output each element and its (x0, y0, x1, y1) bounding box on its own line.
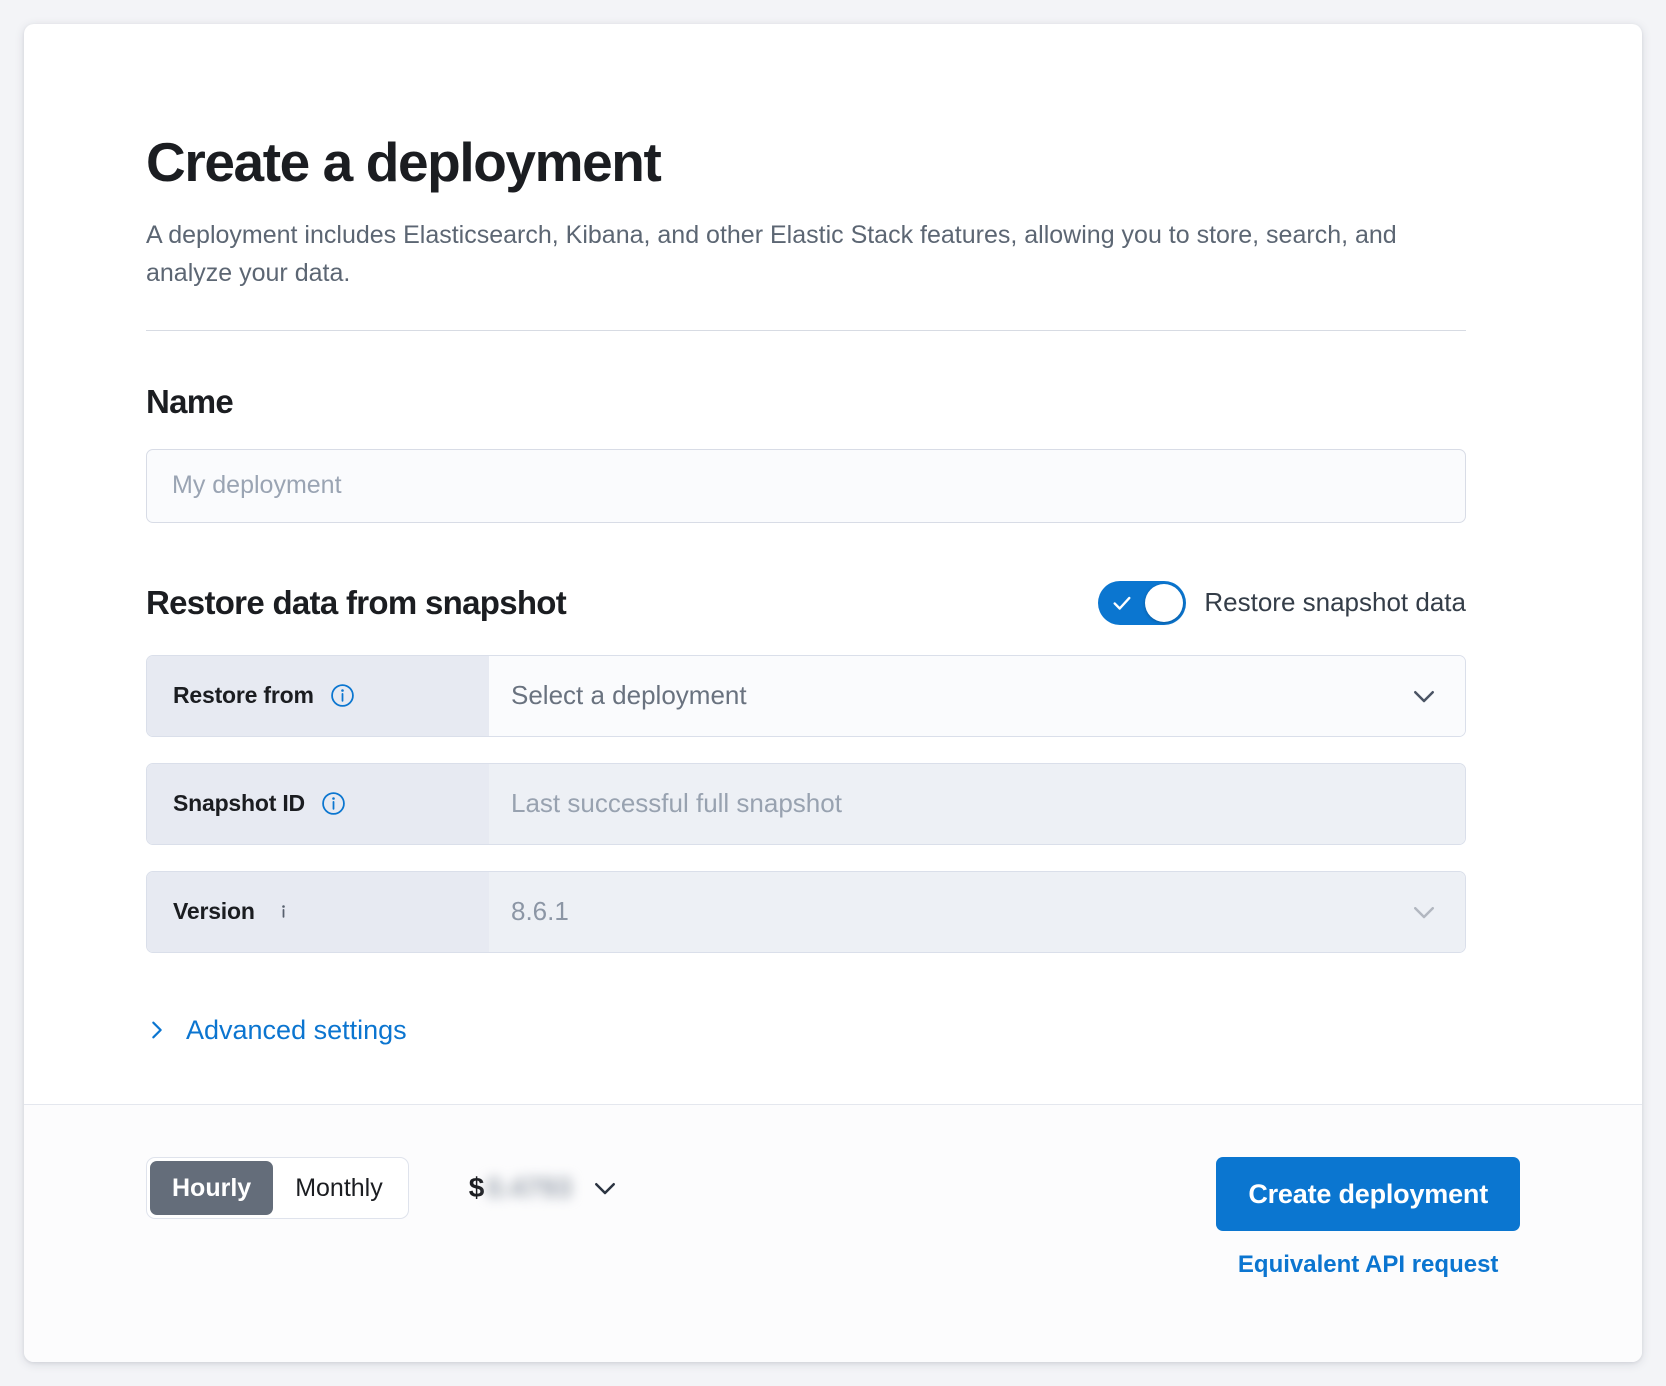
toggle-knob (1145, 583, 1184, 622)
restore-section-header: Restore data from snapshot Restore snaps… (146, 580, 1466, 625)
billing-period-segmented-control[interactable]: Hourly Monthly (146, 1157, 409, 1219)
version-label-cell: Version (147, 871, 489, 952)
version-value: 8.6.1 (511, 896, 569, 927)
chevron-down-icon (1414, 906, 1434, 918)
version-row: Version 8.6.1 (146, 870, 1466, 953)
snapshot-id-value: Last successful full snapshot (511, 788, 842, 819)
restore-form-rows: Restore from Select a deployment (146, 654, 1466, 953)
price-amount: $0.4793 (469, 1172, 572, 1204)
card-footer: Hourly Monthly $0.4793 Create deployment… (24, 1104, 1642, 1362)
deployment-name-input[interactable] (146, 448, 1466, 523)
check-icon (1113, 596, 1131, 610)
snapshot-id-label: Snapshot ID (173, 790, 305, 817)
restore-from-row[interactable]: Restore from Select a deployment (146, 654, 1466, 737)
footer-right-group: Create deployment Equivalent API request (1216, 1157, 1520, 1279)
info-circle-icon[interactable] (271, 899, 296, 924)
snapshot-id-field-cell: Last successful full snapshot (489, 763, 1465, 844)
price-currency-symbol: $ (468, 1172, 485, 1203)
restore-section-heading: Restore data from snapshot (146, 583, 567, 621)
restore-toggle-group[interactable]: Restore snapshot data (1098, 580, 1466, 625)
create-deployment-card: Create a deployment A deployment include… (24, 24, 1642, 1362)
restore-from-label-cell: Restore from (147, 655, 489, 736)
billing-option-hourly[interactable]: Hourly (150, 1161, 274, 1215)
restore-toggle-label: Restore snapshot data (1204, 587, 1466, 618)
advanced-settings-toggle[interactable]: Advanced settings (146, 1015, 407, 1046)
version-field-cell: 8.6.1 (489, 871, 1465, 952)
info-circle-icon[interactable] (330, 683, 355, 708)
version-label: Version (173, 898, 255, 925)
snapshot-id-label-cell: Snapshot ID (147, 763, 489, 844)
chevron-down-icon[interactable] (1409, 681, 1439, 711)
content-column: Create a deployment A deployment include… (146, 131, 1466, 1048)
name-section-heading: Name (146, 382, 234, 420)
info-circle-icon[interactable] (321, 791, 346, 816)
header-divider (146, 329, 1466, 331)
restore-from-field-cell[interactable]: Select a deployment (489, 655, 1465, 736)
chevron-down-icon[interactable] (590, 1173, 620, 1203)
restore-snapshot-toggle[interactable] (1098, 580, 1187, 625)
create-deployment-button[interactable]: Create deployment (1216, 1157, 1520, 1231)
restore-from-value: Select a deployment (511, 680, 747, 711)
card-body: Create a deployment A deployment include… (24, 24, 1642, 1104)
name-section: Name (146, 383, 1466, 523)
price-summary[interactable]: $0.4793 (469, 1172, 620, 1204)
footer-left-group: Hourly Monthly $0.4793 (146, 1157, 620, 1219)
chevron-right-icon (152, 1021, 162, 1039)
equivalent-api-request-link[interactable]: Equivalent API request (1237, 1251, 1499, 1278)
price-value-redacted: 0.4793 (486, 1172, 572, 1203)
snapshot-id-row: Snapshot ID Last successful full snapsho… (146, 762, 1466, 845)
advanced-settings-label: Advanced settings (186, 1014, 407, 1045)
restore-from-label: Restore from (173, 682, 314, 709)
page-subtitle: A deployment includes Elasticsearch, Kib… (146, 220, 1397, 287)
billing-option-monthly[interactable]: Monthly (295, 1173, 383, 1202)
page-title: Create a deployment (146, 131, 662, 193)
